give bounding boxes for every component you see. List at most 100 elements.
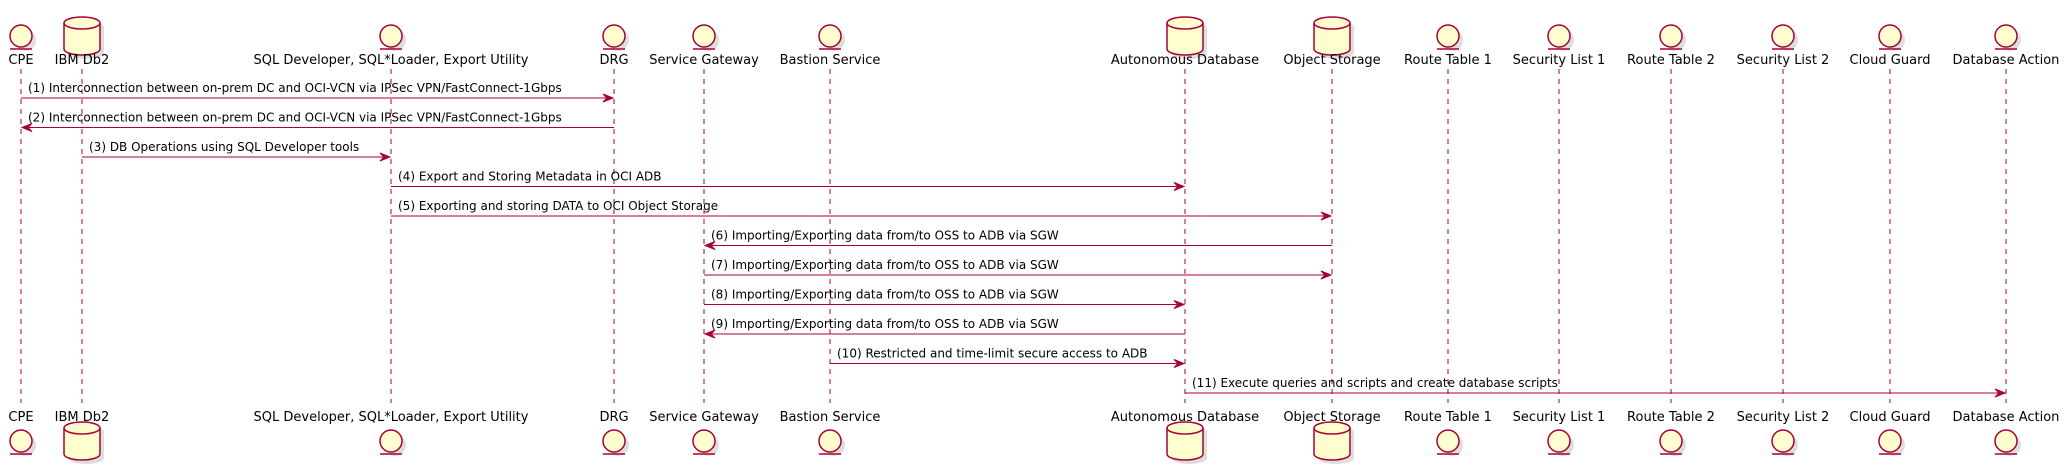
message-label: (2) Interconnection between on-prem DC a…: [28, 111, 562, 125]
participant-label: Security List 2: [1737, 53, 1830, 68]
participant-label: CPE: [8, 53, 33, 68]
message-5: (5) Exporting and storing DATA to OCI Ob…: [391, 199, 1333, 221]
entity-icon: [9, 24, 36, 51]
entity-icon: [692, 429, 719, 456]
entity-icon: [1436, 429, 1463, 456]
message-label: (1) Interconnection between on-prem DC a…: [28, 81, 562, 95]
participant-adb-top: Autonomous Database: [1111, 16, 1259, 68]
arrowhead-icon: [703, 241, 716, 250]
participant-label: Service Gateway: [649, 53, 759, 68]
participant-sl1-top: Security List 1: [1513, 24, 1606, 68]
participant-label: Security List 1: [1513, 53, 1606, 68]
participant-rt1-bottom: Route Table 1: [1404, 410, 1492, 456]
participant-adb-bottom: Autonomous Database: [1111, 410, 1259, 464]
participant-ibmdb2-top: IBM Db2: [55, 16, 109, 68]
participant-label: Service Gateway: [649, 410, 759, 425]
arrowhead-icon: [379, 152, 392, 162]
message-10: (10) Restricted and time-limit secure ac…: [830, 347, 1186, 368]
message-8: (8) Importing/Exporting data from/to OSS…: [704, 288, 1186, 309]
arrowhead-icon: [703, 329, 716, 339]
arrowhead-icon: [1173, 359, 1186, 368]
entity-icon: [602, 429, 629, 456]
entity-icon: [1547, 24, 1574, 51]
entity-icon: [1659, 24, 1686, 51]
participant-label: Bastion Service: [780, 410, 881, 425]
entity-icon: [379, 24, 406, 51]
participant-label: Autonomous Database: [1111, 410, 1259, 425]
entity-icon: [1994, 429, 2021, 456]
participant-bastion-top: Bastion Service: [780, 24, 881, 68]
arrowhead-icon: [1320, 270, 1333, 280]
participant-label: CPE: [8, 410, 33, 425]
participant-label: Route Table 1: [1404, 410, 1492, 425]
entity-icon: [379, 429, 406, 456]
participant-drg-bottom: DRG: [599, 410, 629, 456]
participant-sqldev-bottom: SQL Developer, SQL*Loader, Export Utilit…: [254, 410, 529, 456]
participant-label: Security List 2: [1737, 410, 1830, 425]
entity-icon: [1878, 429, 1905, 456]
database-icon: [1166, 16, 1207, 59]
participant-label: DRG: [599, 410, 628, 425]
participant-sgw-bottom: Service Gateway: [649, 410, 759, 456]
participant-rt2-bottom: Route Table 2: [1627, 410, 1715, 456]
arrowhead-icon: [1173, 182, 1186, 191]
participant-label: IBM Db2: [55, 410, 110, 425]
database-icon: [1166, 421, 1207, 464]
database-icon: [1313, 421, 1354, 464]
entity-icon: [1547, 429, 1574, 456]
message-3: (3) DB Operations using SQL Developer to…: [82, 140, 392, 162]
message-7: (7) Importing/Exporting data from/to OSS…: [704, 258, 1333, 280]
participant-dbaction-top: Database Action: [1953, 24, 2060, 68]
entity-icon: [692, 24, 719, 51]
participant-sqldev-top: SQL Developer, SQL*Loader, Export Utilit…: [254, 24, 529, 68]
participant-rt1-top: Route Table 1: [1404, 24, 1492, 68]
entity-icon: [1994, 24, 2021, 51]
participant-label: DRG: [599, 53, 628, 68]
participant-label: Autonomous Database: [1111, 53, 1259, 68]
participant-label: Route Table 1: [1404, 53, 1492, 68]
database-icon: [1313, 16, 1354, 59]
participant-oss-top: Object Storage: [1283, 16, 1381, 68]
participant-label: Route Table 2: [1627, 53, 1715, 68]
participant-label: Cloud Guard: [1850, 53, 1931, 68]
participant-label: Bastion Service: [780, 53, 881, 68]
participant-label: SQL Developer, SQL*Loader, Export Utilit…: [254, 53, 529, 68]
message-label: (5) Exporting and storing DATA to OCI Ob…: [398, 199, 718, 213]
participant-label: Object Storage: [1283, 410, 1380, 425]
message-11: (11) Execute queries and scripts and cre…: [1185, 376, 2007, 398]
message-4: (4) Export and Storing Metadata in OCI A…: [391, 170, 1186, 191]
participant-sl1-bottom: Security List 1: [1513, 410, 1606, 456]
participant-label: Database Action: [1953, 53, 2060, 68]
participant-dbaction-bottom: Database Action: [1953, 410, 2059, 456]
participant-oss-bottom: Object Storage: [1283, 410, 1381, 464]
message-label: (6) Importing/Exporting data from/to OSS…: [711, 229, 1059, 243]
arrowhead-icon: [1994, 388, 2007, 398]
entity-icon: [602, 24, 629, 51]
entity-icon: [818, 24, 845, 51]
arrowhead-icon: [1320, 211, 1333, 221]
entity-icon: [1771, 429, 1798, 456]
participant-rt2-top: Route Table 2: [1627, 24, 1715, 68]
arrowhead-icon: [1173, 300, 1186, 309]
entity-icon: [1659, 429, 1686, 456]
participant-label: Security List 1: [1513, 410, 1606, 425]
entity-icon: [1878, 24, 1905, 51]
message-2: (2) Interconnection between on-prem DC a…: [20, 111, 614, 132]
participant-sl2-top: Security List 2: [1737, 24, 1830, 68]
participant-sl2-bottom: Security List 2: [1737, 410, 1830, 456]
message-label: (9) Importing/Exporting data from/to OSS…: [711, 317, 1059, 331]
message-label: (8) Importing/Exporting data from/to OSS…: [711, 288, 1059, 302]
participant-cpe-bottom: CPE: [8, 410, 36, 456]
message-label: (7) Importing/Exporting data from/to OSS…: [711, 258, 1059, 272]
database-icon: [63, 421, 104, 464]
message-6: (6) Importing/Exporting data from/to OSS…: [703, 229, 1332, 250]
participant-cloudguard-bottom: Cloud Guard: [1850, 410, 1930, 456]
message-9: (9) Importing/Exporting data from/to OSS…: [703, 317, 1185, 339]
arrowhead-icon: [602, 93, 615, 103]
entity-icon: [9, 429, 36, 456]
message-1: (1) Interconnection between on-prem DC a…: [21, 81, 615, 103]
participant-cloudguard-top: Cloud Guard: [1850, 24, 1931, 68]
message-label: (11) Execute queries and scripts and cre…: [1192, 376, 1558, 390]
participant-bastion-bottom: Bastion Service: [780, 410, 881, 456]
